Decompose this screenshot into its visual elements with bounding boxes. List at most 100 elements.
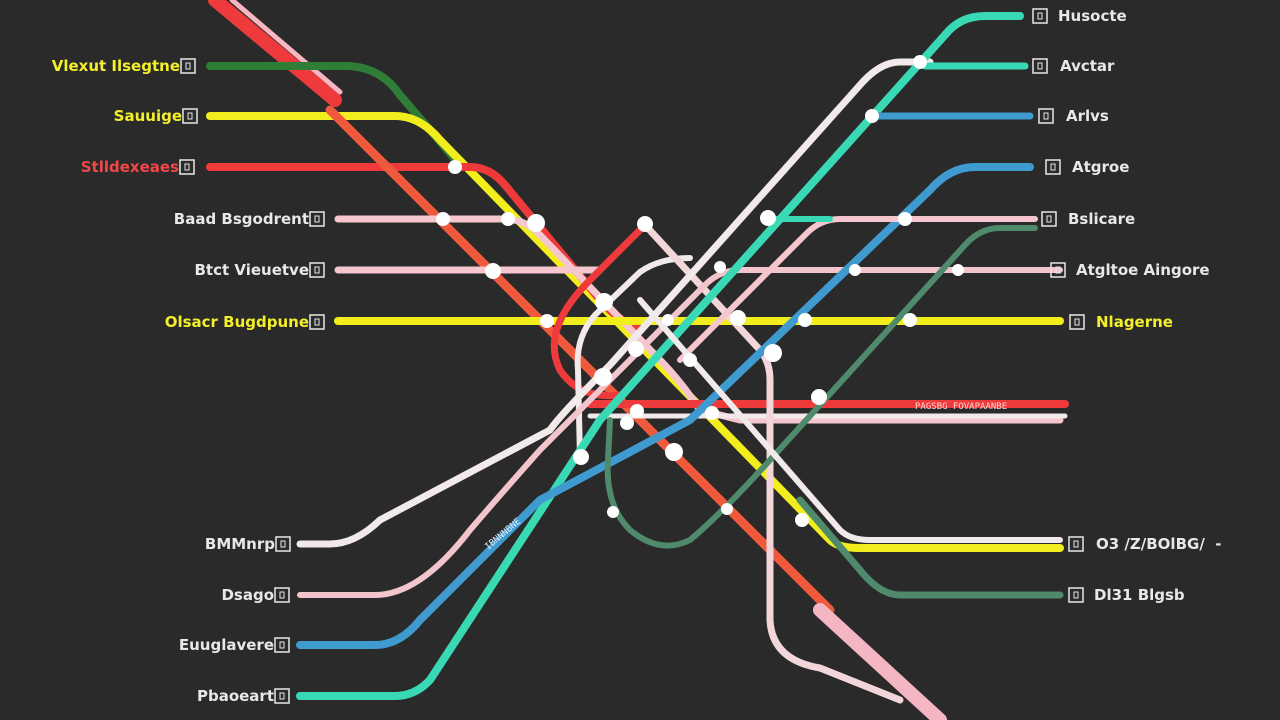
station-label-text: Dsago: [221, 586, 274, 604]
station-label-text: Husocte: [1058, 7, 1127, 25]
station-label-text: Atgltoe Aingore: [1076, 261, 1210, 279]
station: [849, 264, 861, 276]
station: [594, 368, 612, 386]
square-badge-icon: [309, 314, 325, 330]
square-badge-glyph: [279, 692, 285, 700]
station: [811, 389, 827, 405]
station: [714, 261, 726, 273]
square-badge-glyph: [314, 318, 320, 326]
line-light-pink-loop: [641, 221, 904, 704]
station-label-right: Dl31 Blgsb: [1068, 586, 1185, 604]
square-badge-glyph: [187, 112, 193, 120]
station-label-left: Vlexut Ilsegtne: [52, 57, 196, 75]
line-teal: [296, 12, 1024, 700]
station: [637, 216, 653, 232]
station-label-right: Arlvs: [1038, 107, 1109, 125]
line-dark-green-lower: [796, 496, 1064, 599]
station-label-text: Nlagerne: [1096, 313, 1173, 331]
station: [798, 313, 812, 327]
station-label-text: O3 /Z/BOlBG/ -: [1096, 535, 1221, 553]
station-label-left: Euuglavere: [179, 636, 290, 654]
square-badge-icon: [182, 108, 198, 124]
square-badge-icon: [1041, 211, 1057, 227]
station-label-text: Stlldexeaes: [81, 158, 179, 176]
station: [628, 341, 644, 357]
square-badge-glyph: [280, 540, 286, 548]
square-badge-glyph: [1037, 62, 1043, 70]
stations: [436, 55, 964, 527]
square-badge-glyph: [185, 62, 191, 70]
station-label-right: O3 /Z/BOlBG/ -: [1068, 535, 1221, 553]
station-label-text: Sauuige: [114, 107, 182, 125]
station-label-right: Husocte: [1032, 7, 1127, 25]
square-badge-glyph: [1046, 215, 1052, 223]
square-badge-icon: [1068, 587, 1084, 603]
square-badge-glyph: [279, 591, 285, 599]
station-label-right: Avctar: [1032, 57, 1115, 75]
square-badge-icon: [309, 262, 325, 278]
station: [448, 160, 462, 174]
station-label-text: Olsacr Bugdpune: [165, 313, 309, 331]
station: [760, 210, 776, 226]
line-white-loop: [574, 255, 693, 461]
line-red: [206, 163, 644, 334]
square-badge-icon: [274, 637, 290, 653]
station: [913, 55, 927, 69]
station: [764, 344, 782, 362]
station-label-text: Bslicare: [1068, 210, 1135, 228]
square-badge-glyph: [184, 163, 190, 171]
line-pink-right-to-left: [297, 267, 1063, 598]
station: [721, 503, 733, 515]
station: [665, 443, 683, 461]
square-badge-icon: [309, 211, 325, 227]
transit-lines: [206, 0, 1069, 720]
station-label-right: Nlagerne: [1069, 313, 1173, 331]
station-label-left: Stlldexeaes: [81, 158, 195, 176]
station-label-left: Pbaoeart: [197, 687, 290, 705]
station: [436, 212, 450, 226]
square-badge-glyph: [1073, 591, 1079, 599]
line-dark-green: [604, 225, 1038, 549]
station-label-text: Dl31 Blgsb: [1094, 586, 1185, 604]
station-label-text: Btct Vieuetve: [194, 261, 309, 279]
square-badge-icon: [1032, 8, 1048, 24]
line-pink-bottom-diagonal: [813, 603, 947, 720]
station-label-text: Atgroe: [1072, 158, 1129, 176]
station-label-left: Baad Bsgodrent: [174, 210, 325, 228]
square-badge-glyph: [314, 266, 320, 274]
station: [630, 404, 644, 418]
station-label-left: BMMnrp: [205, 535, 291, 553]
line-pink-right-upper: [677, 216, 1038, 363]
station-label-left: Dsago: [221, 586, 290, 604]
station: [573, 449, 589, 465]
square-badge-icon: [275, 536, 291, 552]
station-label-text: BMMnrp: [205, 535, 275, 553]
line-blue: [296, 163, 1034, 649]
square-badge-glyph: [1055, 266, 1061, 274]
square-badge-icon: [1050, 262, 1066, 278]
square-badge-glyph: [1074, 318, 1080, 326]
station: [730, 310, 746, 326]
station-label-text: Avctar: [1060, 57, 1115, 75]
station: [795, 513, 809, 527]
line-green: [206, 62, 464, 169]
station: [501, 212, 515, 226]
square-badge-icon: [179, 159, 195, 175]
center-strip-text: PAGSBG FOVAPAANBE: [915, 402, 1007, 412]
station-label-text: Euuglavere: [179, 636, 274, 654]
station-label-left: Olsacr Bugdpune: [165, 313, 325, 331]
square-badge-icon: [1038, 108, 1054, 124]
station: [683, 353, 697, 367]
station: [607, 506, 619, 518]
station: [620, 416, 634, 430]
station-label-text: Baad Bsgodrent: [174, 210, 309, 228]
station: [898, 212, 912, 226]
station: [540, 314, 554, 328]
square-badge-glyph: [1073, 540, 1079, 548]
station: [527, 214, 545, 232]
station: [865, 109, 879, 123]
square-badge-icon: [1032, 58, 1048, 74]
square-badge-glyph: [1050, 163, 1056, 171]
square-badge-glyph: [279, 641, 285, 649]
